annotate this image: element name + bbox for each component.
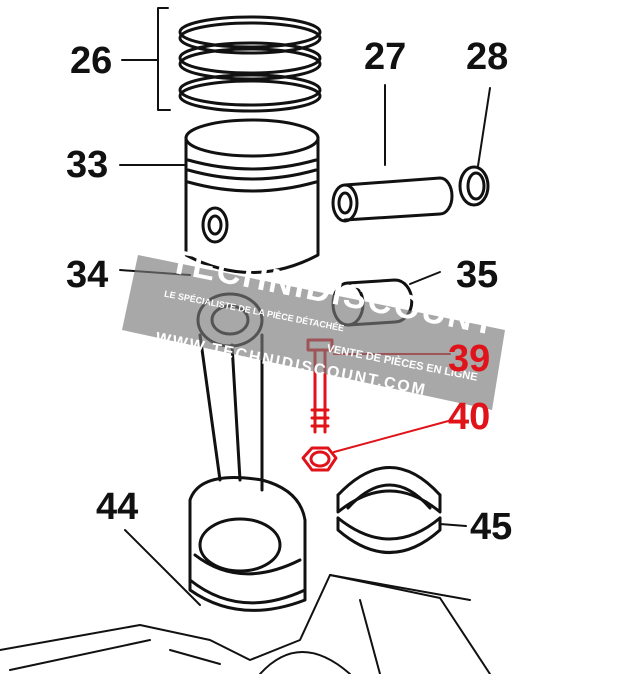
engine-block (0, 574, 491, 674)
callout-40: 40 (448, 396, 491, 438)
callout-26: 26 (70, 40, 113, 82)
big-end-bearing (336, 466, 467, 554)
callout-27: 27 (364, 36, 407, 78)
watermark (122, 255, 505, 410)
piston-pin (331, 84, 454, 223)
callout-45: 45 (470, 506, 513, 548)
callout-34: 34 (66, 254, 109, 296)
callout-39: 39 (448, 338, 491, 380)
callout-35: 35 (456, 254, 499, 296)
callout-33: 33 (66, 144, 109, 186)
circlip (458, 87, 491, 207)
piston-rings (121, 7, 322, 113)
piston (119, 118, 320, 274)
callout-28: 28 (466, 36, 509, 78)
callout-44: 44 (96, 486, 139, 528)
